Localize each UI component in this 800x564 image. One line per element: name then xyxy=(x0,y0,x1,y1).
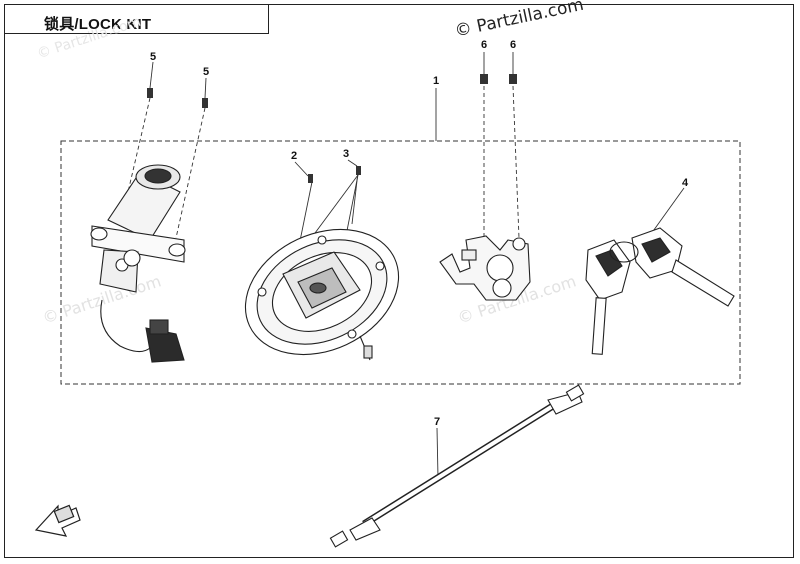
title-box: 锁具/LOCK KIT xyxy=(4,4,269,34)
screws-2-3 xyxy=(308,166,361,183)
diagram-title: 锁具/LOCK KIT xyxy=(44,16,152,33)
cable xyxy=(329,384,585,548)
callout-7: 7 xyxy=(434,416,440,428)
callout-5b: 5 xyxy=(203,66,209,78)
callout-6a: 6 xyxy=(481,39,487,51)
diagram-frame xyxy=(4,4,794,558)
keys xyxy=(585,227,735,355)
nuts-6 xyxy=(480,74,517,84)
callout-6b: 6 xyxy=(510,39,516,51)
fuel-cap xyxy=(244,228,400,361)
orientation-arrow-icon xyxy=(34,504,81,537)
callout-1: 1 xyxy=(433,75,439,87)
ignition-switch xyxy=(90,164,186,363)
callout-5a: 5 xyxy=(150,51,156,63)
callout-4: 4 xyxy=(682,177,689,189)
callout-3: 3 xyxy=(343,148,349,160)
screws-5 xyxy=(147,88,208,108)
callout-2: 2 xyxy=(291,150,297,162)
kit-boundary xyxy=(60,140,741,385)
lock-body xyxy=(439,235,531,301)
